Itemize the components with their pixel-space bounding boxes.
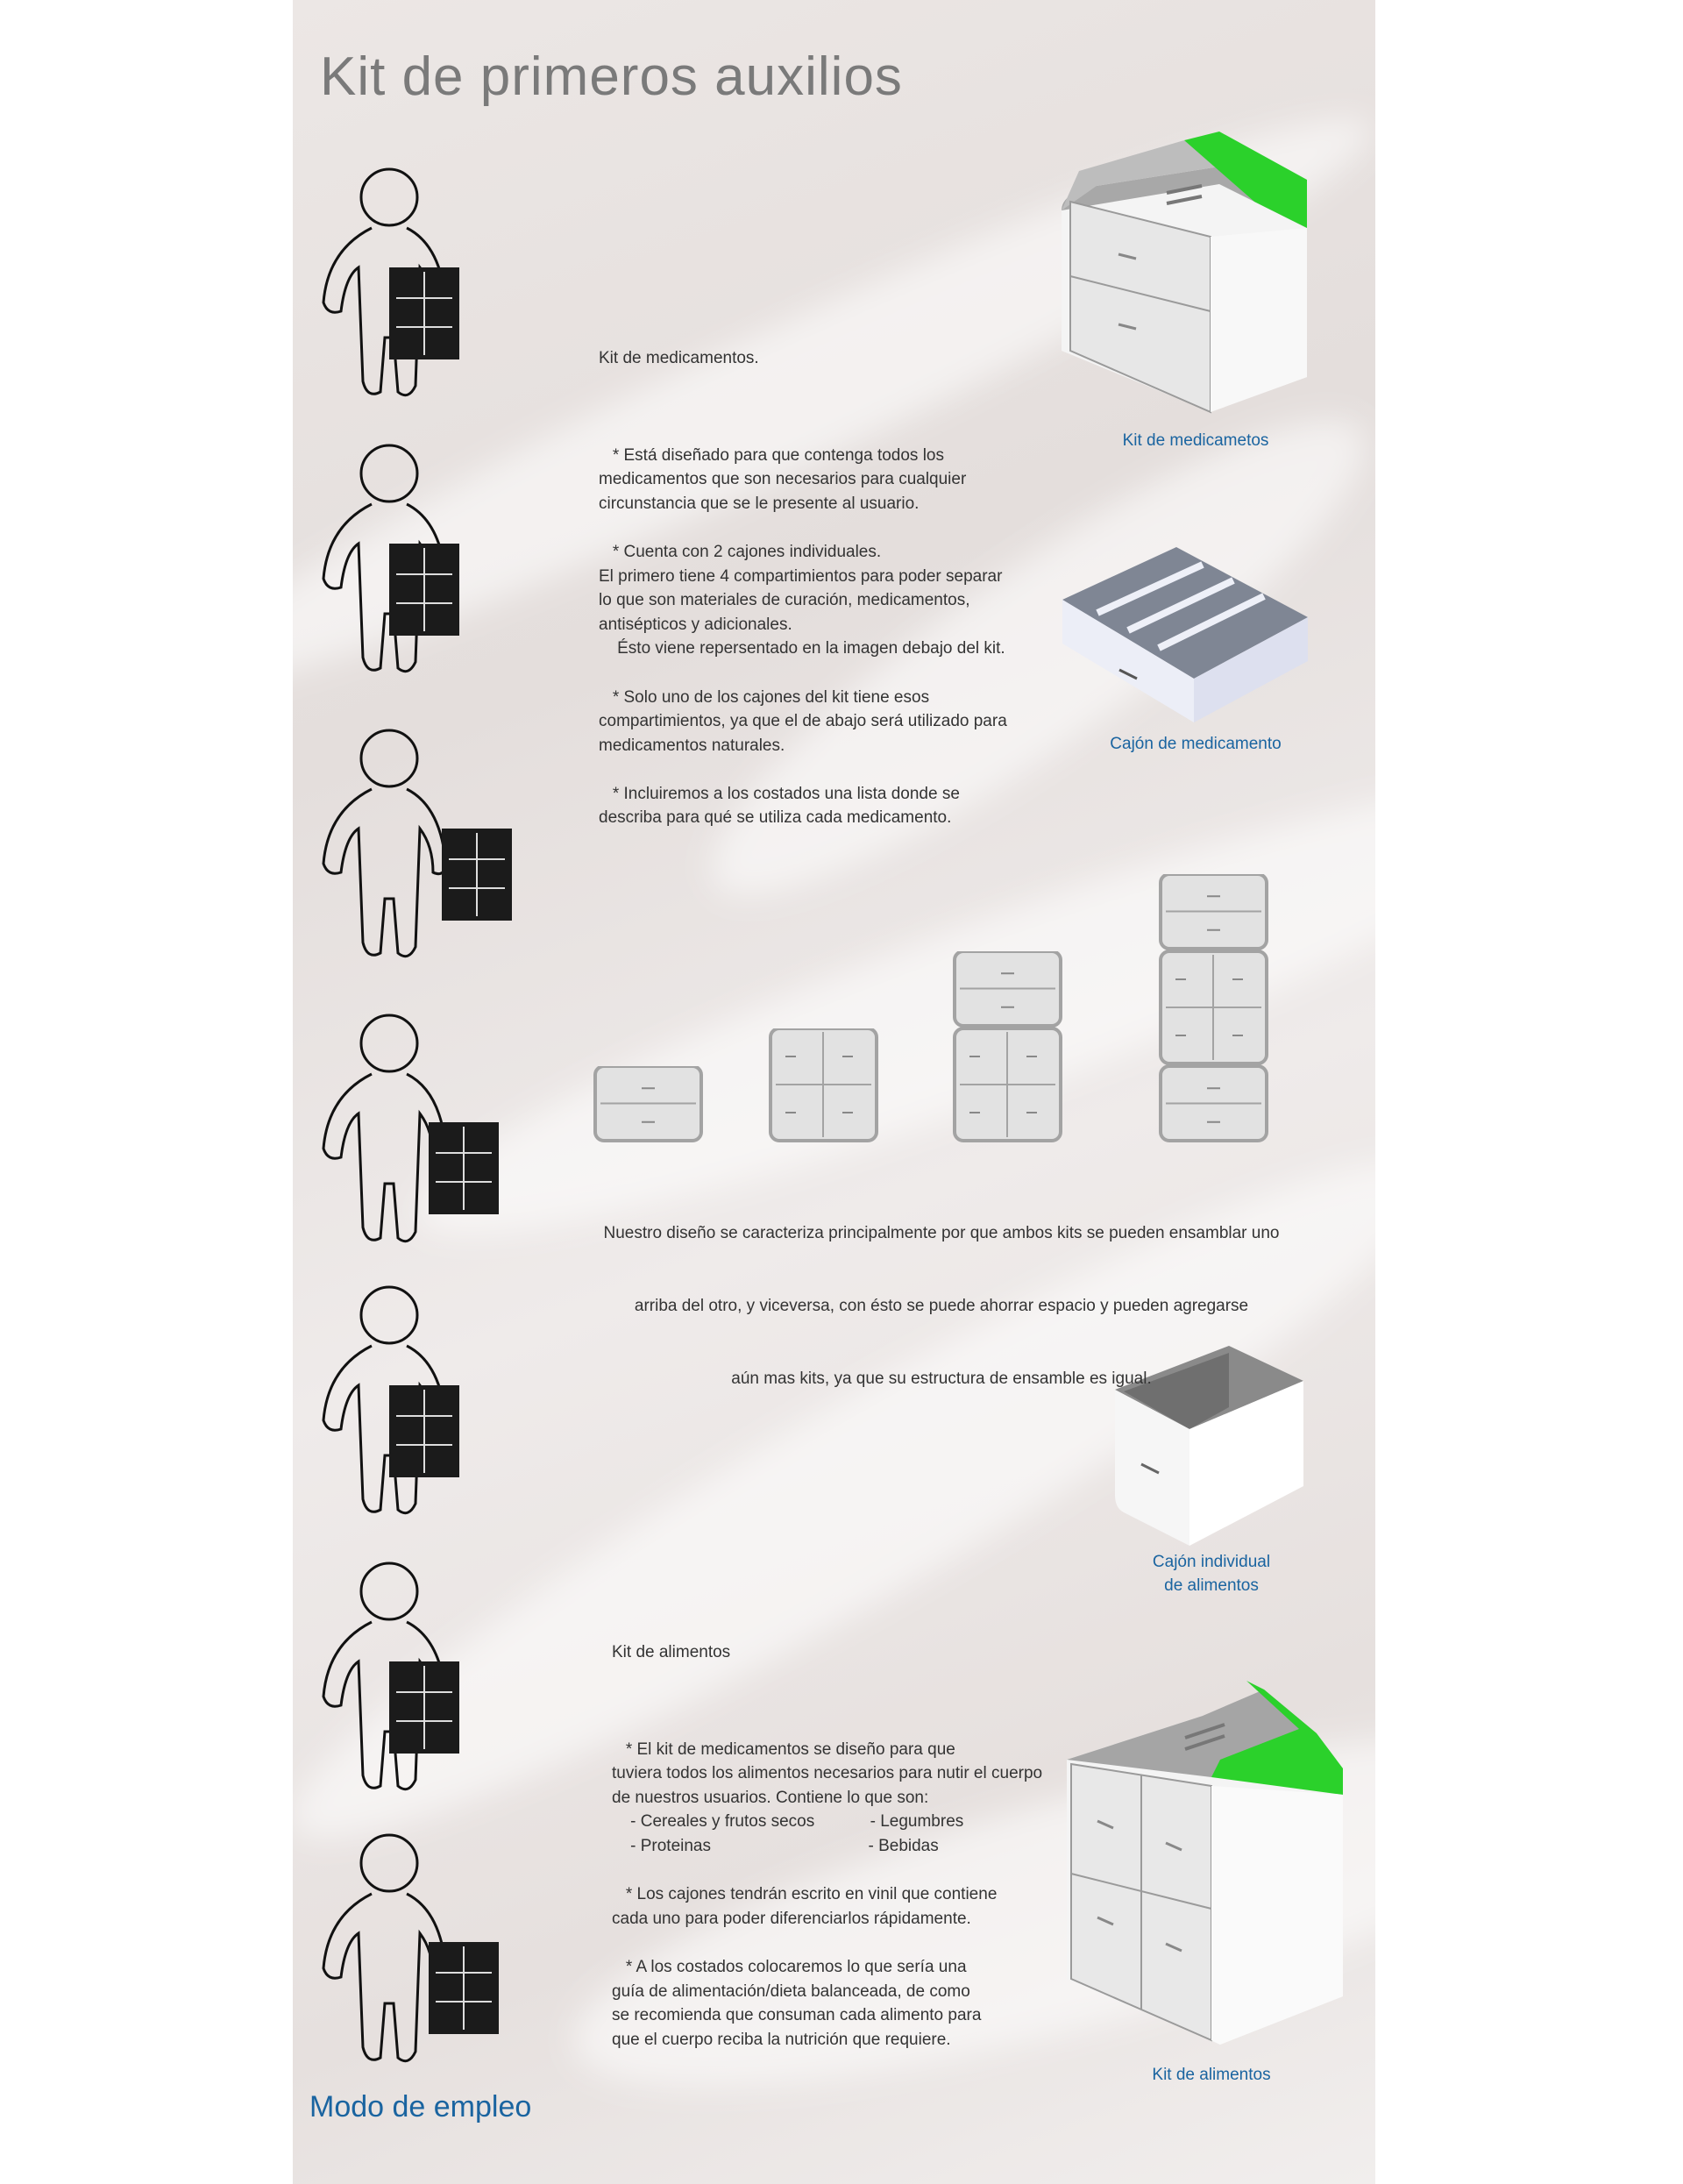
caption-food-drawer-line: de alimentos [1164, 1576, 1259, 1595]
usage-figure [310, 438, 529, 684]
text-line: tuviera todos los alimentos necesarios p… [612, 1764, 1043, 1783]
text-line [599, 419, 1007, 444]
stacking-description: Nuestro diseño se caracteriza principalm… [582, 1173, 1301, 1440]
caption-food-kit: Kit de alimentos [1152, 2066, 1271, 2084]
usage-mode-label: Modo de empleo [309, 2090, 532, 2124]
usage-figure [310, 1556, 529, 1802]
text-line: medicamentos naturales. [599, 736, 785, 755]
usage-figure [310, 1008, 529, 1254]
text-line: que el cuerpo reciba la nutrición que re… [612, 2030, 951, 2049]
text-line: cada uno para poder diferenciarlos rápid… [612, 1909, 971, 1928]
text-line: de nuestros usuarios. Contiene lo que so… [612, 1788, 929, 1807]
stacking-line: aún mas kits, ya que su estructura de en… [731, 1369, 1152, 1388]
text-line: compartimientos, ya que el de abajo será… [599, 712, 1007, 731]
text-line: * Los cajones tendrán escrito en vinil q… [612, 1885, 998, 1904]
text-line [612, 1931, 1042, 1955]
text-line: guía de alimentación/dieta balanceada, d… [612, 1981, 970, 2001]
text-line: El primero tiene 4 compartimientos para … [599, 566, 1003, 586]
caption-food-drawer: Cajón individual de alimentos [1097, 1550, 1325, 1597]
usage-figure [310, 1280, 529, 1526]
text-line [599, 516, 1007, 540]
text-line: medicamentos que son necesarios para cua… [599, 470, 967, 489]
stacked-kit-image [1159, 874, 1268, 1149]
medicine-kit-text: Kit de medicamentos. * Está diseñado par… [599, 298, 1007, 879]
text-line: * Solo uno de los cajones del kit tiene … [599, 687, 930, 707]
food-kit-text: Kit de alimentos * El kit de medicamento… [612, 1592, 1042, 2100]
text-line: lo que son materiales de curación, medic… [599, 591, 970, 610]
usage-figure [310, 162, 529, 408]
text-line: * Está diseñado para que contenga todos … [599, 445, 944, 465]
food-drawer-image [1115, 1346, 1308, 1547]
text-line [599, 758, 1007, 782]
text-line: - Cereales y frutos secos - Legumbres [612, 1812, 964, 1832]
poster: Kit de primeros auxilios Kit de medicame… [293, 0, 1375, 2184]
stacking-configurations [593, 874, 1295, 1149]
caption-medicine-kit: Kit de medicametos [1122, 431, 1269, 450]
text-line: * A los costados colocaremos lo que serí… [612, 1957, 967, 1976]
page-title: Kit de primeros auxilios [320, 46, 903, 107]
medicine-kit-heading: Kit de medicamentos. [599, 349, 759, 368]
medicine-drawer-image [1062, 538, 1308, 727]
usage-figure [310, 1828, 529, 2074]
text-line [612, 1859, 1042, 1883]
usage-figure [310, 723, 529, 969]
text-line: antisépticos y adicionales. [599, 615, 792, 634]
food-kit-image [1062, 1681, 1343, 2045]
stacked-kit-image [769, 1028, 878, 1149]
text-line: Ésto viene repersentado en la imagen deb… [599, 639, 1005, 658]
stacked-kit-image [593, 1066, 703, 1149]
text-line: circunstancia que se le presente al usua… [599, 494, 920, 513]
text-line: * El kit de medicamentos se diseño para … [612, 1739, 955, 1759]
text-line: * Incluiremos a los costados una lista d… [599, 784, 960, 803]
food-kit-heading: Kit de alimentos [612, 1643, 731, 1662]
text-line: se recomienda que consuman cada alimento… [612, 2006, 982, 2025]
text-line [612, 1713, 1042, 1738]
caption-medicine-drawer: Cajón de medicamento [1110, 735, 1282, 753]
stacking-line: Nuestro diseño se caracteriza principalm… [603, 1224, 1280, 1243]
medicine-kit-image [1044, 132, 1324, 416]
stacked-kit-image [953, 951, 1062, 1149]
text-line: - Proteinas - Bebidas [612, 1836, 939, 1855]
stacking-line: arriba del otro, y viceversa, con ésto s… [634, 1296, 1249, 1315]
text-line: * Cuenta con 2 cajones individuales. [599, 542, 882, 561]
text-line [599, 661, 1007, 686]
text-line: describa para qué se utiliza cada medica… [599, 808, 952, 828]
caption-food-drawer-line: Cajón individual [1152, 1553, 1271, 1571]
